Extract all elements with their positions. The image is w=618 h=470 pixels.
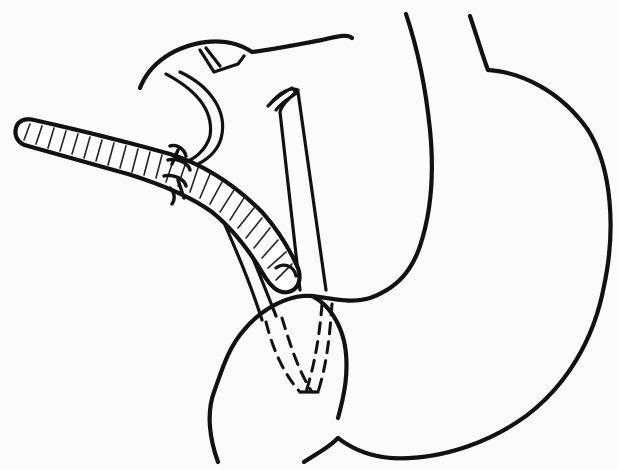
dashed-path-d	[318, 304, 332, 392]
duodenum-lower-edge	[304, 438, 338, 462]
stomach-fundus-outline	[338, 16, 611, 458]
dashed-path-c	[306, 304, 322, 392]
dashed-path-b	[282, 318, 312, 392]
stomach-outline	[312, 14, 432, 301]
liver-edge-outline	[140, 36, 352, 88]
duodenum-right-curve	[312, 296, 347, 418]
liver-notch	[200, 50, 244, 72]
catheter-body	[16, 119, 300, 292]
